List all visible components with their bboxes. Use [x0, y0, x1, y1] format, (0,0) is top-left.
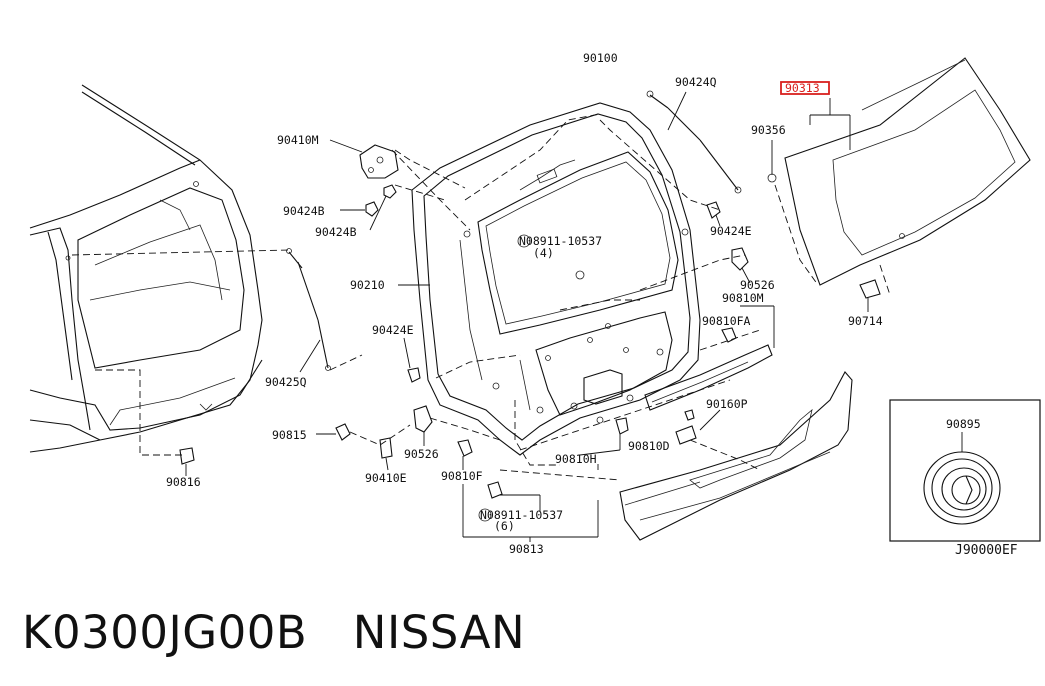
back-door-panel: [411, 102, 701, 456]
label-90810fa: 90810FA: [702, 314, 751, 328]
label-08911-4: N08911-10537: [519, 234, 602, 248]
label-90526-left: 90526: [404, 447, 439, 461]
gas-strut-left: [286, 248, 331, 371]
label-90424e-left: 90424E: [372, 323, 414, 337]
hinge-upper: [359, 144, 399, 217]
label-90410e: 90410E: [365, 471, 407, 485]
label-08911-6-qty: (6): [494, 519, 515, 533]
label-90810h: 90810H: [555, 452, 597, 466]
label-90813: 90813: [509, 542, 544, 556]
label-90424e-right: 90424E: [710, 224, 752, 238]
label-90424b-1: 90424B: [283, 204, 325, 218]
back-window-glass: [774, 57, 1031, 286]
label-08911-4-qty: (4): [533, 246, 554, 260]
label-90810f: 90810F: [441, 469, 483, 483]
label-90160p: 90160P: [706, 397, 748, 411]
label-90313: 90313: [785, 81, 820, 95]
label-90100: 90100: [583, 51, 618, 65]
label-90526-right: 90526: [740, 278, 775, 292]
gas-strut-right: [646, 90, 742, 194]
tape-inset-box: [889, 399, 1041, 542]
label-90425q: 90425Q: [265, 375, 307, 389]
label-90356: 90356: [751, 123, 786, 137]
label-90210: 90210: [350, 278, 385, 292]
label-90714: 90714: [848, 314, 883, 328]
label-90424q: 90424Q: [675, 75, 717, 89]
vehicle-body-drawing: [29, 84, 263, 453]
garnish-upper: [644, 344, 773, 411]
label-90810m: 90810M: [722, 291, 764, 305]
label-90895: 90895: [946, 417, 981, 431]
highlight-box: [780, 81, 830, 95]
label-90810d: 90810D: [628, 439, 670, 453]
label-08911-6: N08911-10537: [480, 508, 563, 522]
label-90816: 90816: [166, 475, 201, 489]
label-90424b-2: 90424B: [315, 225, 357, 239]
garnish-lower: [619, 371, 853, 541]
part-caption: K0300JG00B NISSAN: [22, 606, 526, 659]
label-90410m: 90410M: [277, 133, 319, 147]
label-90815: 90815: [272, 428, 307, 442]
reference-code: J90000EF: [955, 543, 1018, 558]
